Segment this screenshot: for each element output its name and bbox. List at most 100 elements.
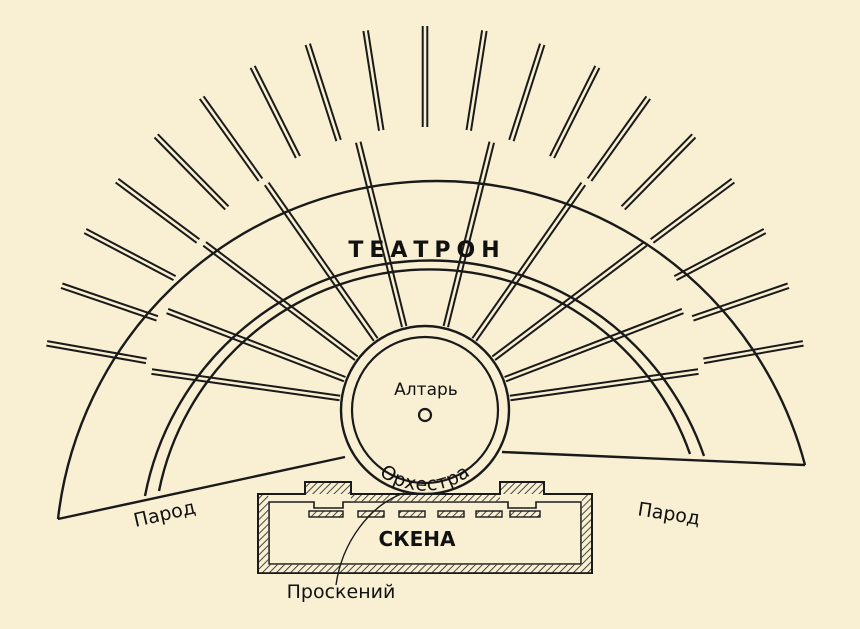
stair-line bbox=[115, 181, 198, 244]
inner-stairway bbox=[166, 307, 346, 383]
altar-label: Алтарь bbox=[394, 380, 458, 400]
theatron-inner-edge bbox=[501, 450, 806, 467]
outer-stairways bbox=[46, 26, 804, 365]
stair-line bbox=[83, 232, 174, 281]
stair-line bbox=[691, 282, 788, 318]
stair-line bbox=[447, 142, 495, 328]
inner-stairway bbox=[202, 241, 359, 361]
stair-line bbox=[304, 44, 338, 142]
inner-stairway bbox=[504, 307, 684, 383]
inner-stairway bbox=[263, 182, 379, 342]
outer-stairway bbox=[691, 282, 790, 322]
stair-line bbox=[465, 30, 484, 131]
theatron-diazoma-inner-arc bbox=[157, 268, 692, 492]
inner-stairway bbox=[491, 241, 648, 361]
stair-line bbox=[85, 228, 177, 277]
stair-line bbox=[652, 181, 735, 244]
theatron-diazoma-outer-arc bbox=[143, 259, 706, 497]
outer-stairway bbox=[198, 95, 264, 182]
outer-stairway bbox=[362, 30, 385, 131]
stair-line bbox=[620, 133, 693, 208]
stair-line bbox=[202, 244, 356, 361]
stair-line bbox=[166, 312, 345, 383]
stair-line bbox=[60, 286, 157, 322]
proskenion-column bbox=[398, 510, 426, 518]
stair-line bbox=[355, 142, 403, 328]
outer-stairway bbox=[83, 228, 177, 281]
outer-stairway bbox=[586, 95, 652, 182]
proskenion-column bbox=[308, 510, 344, 518]
paraskenion-left-hatch bbox=[306, 483, 350, 494]
theatron-inner-edge bbox=[57, 455, 346, 521]
stair-line bbox=[509, 368, 699, 397]
stair-line bbox=[703, 340, 803, 360]
stair-line bbox=[359, 141, 408, 327]
stair-line bbox=[46, 344, 147, 365]
proskenion-column bbox=[437, 510, 465, 518]
stair-line bbox=[253, 65, 301, 157]
wall-hatch-right bbox=[581, 495, 591, 565]
wall-hatch-top-mid bbox=[351, 495, 500, 502]
stair-line bbox=[151, 372, 340, 402]
outer-stairway bbox=[703, 340, 804, 365]
outer-stairway bbox=[620, 133, 697, 211]
stair-line bbox=[117, 177, 200, 241]
stair-line bbox=[512, 44, 546, 142]
outer-stairway bbox=[60, 282, 159, 322]
outer-stairway bbox=[421, 26, 429, 127]
outer-stairway bbox=[650, 177, 735, 244]
stair-line bbox=[586, 95, 648, 179]
inner-stairway bbox=[509, 368, 699, 402]
stair-line bbox=[703, 344, 804, 365]
wall-hatch-left bbox=[259, 495, 269, 565]
stair-line bbox=[471, 182, 583, 339]
stair-line bbox=[504, 307, 683, 378]
inner-stairway bbox=[442, 141, 495, 328]
stair-line bbox=[442, 141, 491, 327]
stair-line bbox=[249, 67, 297, 159]
altar-icon bbox=[417, 407, 433, 423]
stair-line bbox=[494, 244, 648, 361]
stair-line bbox=[590, 98, 652, 182]
outer-stairway bbox=[465, 30, 488, 131]
stair-line bbox=[470, 30, 488, 131]
stair-line bbox=[153, 136, 226, 211]
stair-line bbox=[549, 65, 597, 157]
stair-line bbox=[362, 30, 380, 131]
proskenion-column bbox=[509, 510, 541, 518]
stair-line bbox=[491, 241, 645, 358]
skene-building bbox=[257, 481, 593, 586]
stair-line bbox=[624, 136, 697, 211]
stair-line bbox=[676, 232, 767, 281]
stair-line bbox=[505, 312, 684, 383]
stair-line bbox=[508, 43, 542, 141]
stair-line bbox=[157, 133, 230, 208]
stair-line bbox=[167, 307, 346, 378]
stair-line bbox=[205, 241, 359, 358]
inner-stairways bbox=[151, 141, 699, 402]
skene-label: СКЕНА bbox=[379, 527, 456, 551]
outer-stairway bbox=[46, 340, 147, 365]
proskenion-label: Проскений bbox=[287, 581, 396, 603]
outer-stairway bbox=[153, 133, 230, 211]
theatron-seating bbox=[46, 26, 807, 521]
outer-stairway bbox=[549, 65, 601, 159]
inner-stairway bbox=[151, 368, 341, 402]
stair-line bbox=[263, 184, 375, 342]
stair-line bbox=[198, 98, 260, 182]
stair-line bbox=[650, 177, 733, 241]
stair-line bbox=[62, 282, 159, 318]
stair-line bbox=[510, 372, 699, 402]
proskenion-column bbox=[475, 510, 503, 518]
proskenion-leader-line bbox=[335, 492, 405, 586]
stair-line bbox=[673, 228, 765, 277]
paraskenion-right-hatch bbox=[501, 483, 543, 494]
stair-line bbox=[151, 368, 341, 397]
inner-stairway bbox=[355, 141, 408, 328]
stair-line bbox=[267, 182, 379, 339]
inner-stairway bbox=[471, 182, 587, 342]
theatron-outer-arc bbox=[56, 179, 807, 520]
stair-line bbox=[47, 340, 147, 360]
stair-line bbox=[202, 95, 264, 179]
